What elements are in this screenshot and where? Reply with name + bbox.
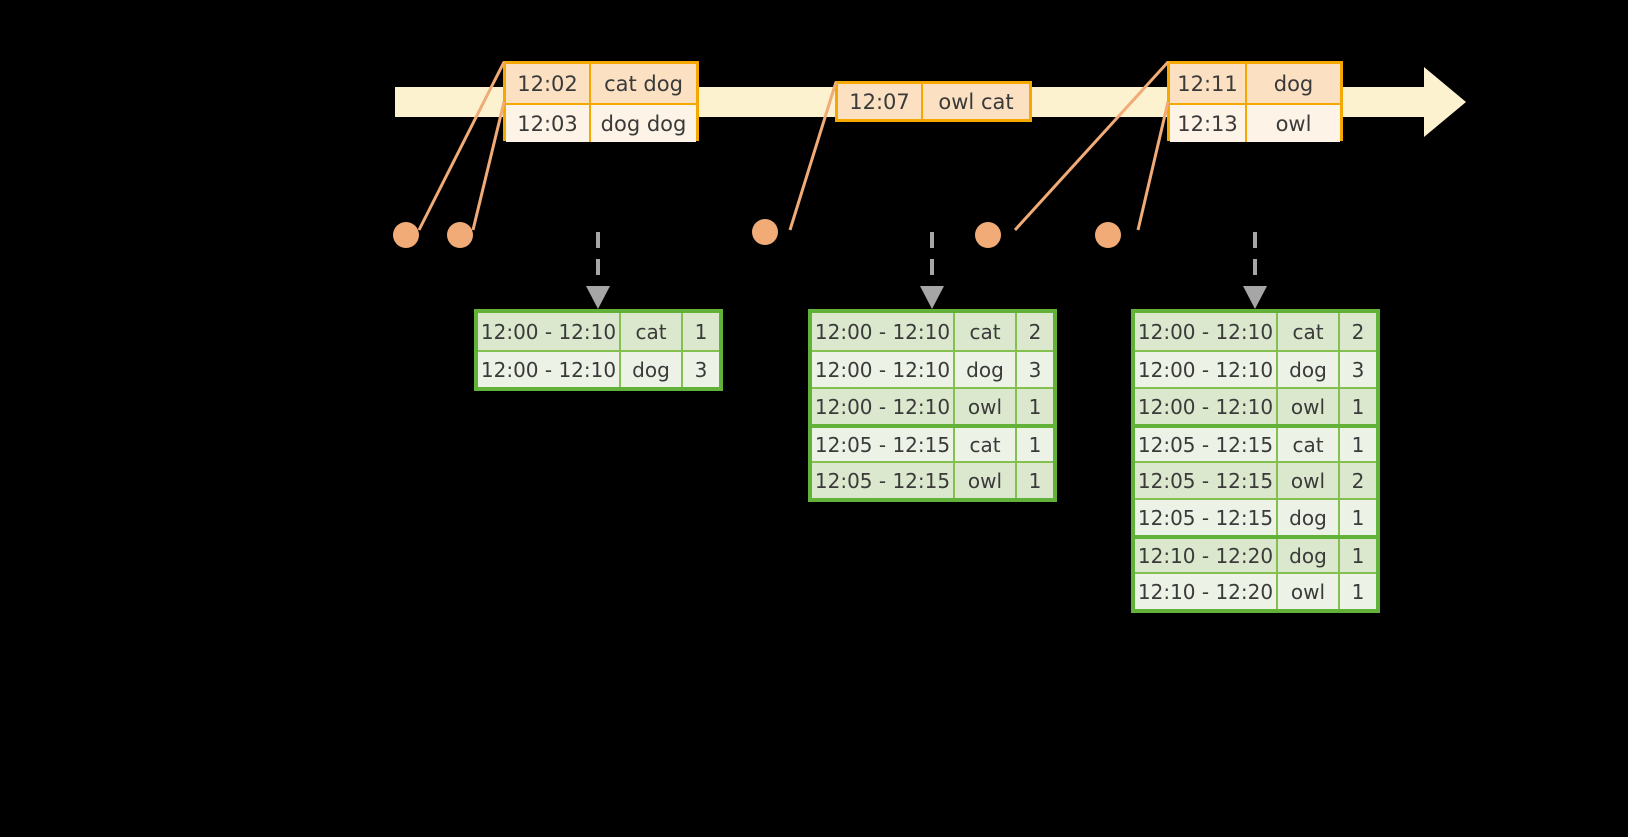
event-row: 12:11 dog xyxy=(1170,64,1340,103)
timeline-arrowhead xyxy=(1424,67,1466,137)
event-time: 12:02 xyxy=(506,64,591,103)
cell-count: 1 xyxy=(1351,579,1365,604)
cell-key: cat xyxy=(621,313,683,350)
cell-window: 12:10 - 12:20 xyxy=(1135,539,1278,572)
table-row: 12:00 - 12:10 cat 2 xyxy=(1135,313,1376,350)
cell-count: 3 xyxy=(694,357,708,382)
event-words: owl cat xyxy=(938,89,1014,114)
table-row: 12:10 - 12:20 dog 1 xyxy=(1135,535,1376,572)
cell-window: 12:05 - 12:15 xyxy=(1135,428,1278,461)
event-row: 12:02 cat dog xyxy=(506,64,696,103)
event-time: 12:03 xyxy=(506,105,591,142)
connector-line-2 xyxy=(471,101,506,231)
flow-arrow-head-1 xyxy=(586,286,610,309)
event-dot-5 xyxy=(1095,222,1121,248)
event-time: 12:07 xyxy=(838,84,923,119)
event-time: 12:13 xyxy=(1170,105,1247,142)
event-box-1: 12:02 cat dog 12:03 dog dog xyxy=(503,61,699,142)
table-row: 12:00 - 12:10 owl 1 xyxy=(812,387,1053,424)
table-row: 12:00 - 12:10 dog 3 xyxy=(812,350,1053,387)
table-row: 12:00 - 12:10 dog 3 xyxy=(478,350,719,387)
cell-count: 1 xyxy=(1028,468,1042,493)
cell-key: owl xyxy=(955,389,1017,424)
cell-window: 12:00 - 12:10 xyxy=(1135,313,1278,350)
cell-window: 12:10 - 12:20 xyxy=(1135,574,1278,609)
event-row: 12:07 owl cat xyxy=(838,84,1029,119)
cell-key: cat xyxy=(1278,313,1340,350)
event-words: cat dog xyxy=(604,71,683,96)
cell-window: 12:05 - 12:15 xyxy=(812,463,955,498)
event-box-2: 12:07 owl cat xyxy=(835,81,1032,122)
cell-key: dog xyxy=(955,352,1017,387)
event-words: dog dog xyxy=(600,111,687,136)
cell-window: 12:00 - 12:10 xyxy=(1135,389,1278,424)
cell-window: 12:00 - 12:10 xyxy=(478,352,621,387)
cell-count: 2 xyxy=(1028,319,1042,344)
cell-key: owl xyxy=(1278,463,1340,498)
table-row: 12:05 - 12:15 owl 1 xyxy=(812,461,1053,498)
cell-count: 3 xyxy=(1351,357,1365,382)
cell-key: cat xyxy=(955,428,1017,461)
cell-key: owl xyxy=(1278,389,1340,424)
cell-count: 1 xyxy=(1028,394,1042,419)
cell-count: 1 xyxy=(1351,432,1365,457)
cell-count: 1 xyxy=(1028,432,1042,457)
cell-window: 12:00 - 12:10 xyxy=(812,313,955,350)
flow-arrow-head-3 xyxy=(1243,286,1267,309)
event-dot-4 xyxy=(975,222,1001,248)
result-table-3: 12:00 - 12:10 cat 2 12:00 - 12:10 dog 3 … xyxy=(1131,309,1380,613)
cell-window: 12:00 - 12:10 xyxy=(812,389,955,424)
table-row: 12:05 - 12:15 cat 1 xyxy=(812,424,1053,461)
cell-key: cat xyxy=(955,313,1017,350)
cell-count: 1 xyxy=(1351,505,1365,530)
cell-key: dog xyxy=(1278,352,1340,387)
table-row: 12:05 - 12:15 dog 1 xyxy=(1135,498,1376,535)
table-row: 12:00 - 12:10 dog 3 xyxy=(1135,350,1376,387)
cell-key: dog xyxy=(621,352,683,387)
event-words: dog xyxy=(1273,71,1314,96)
table-row: 12:05 - 12:15 cat 1 xyxy=(1135,424,1376,461)
cell-window: 12:00 - 12:10 xyxy=(812,352,955,387)
cell-key: owl xyxy=(1278,574,1340,609)
cell-count: 3 xyxy=(1028,357,1042,382)
event-box-3: 12:11 dog 12:13 owl xyxy=(1167,61,1343,142)
table-row: 12:10 - 12:20 owl 1 xyxy=(1135,572,1376,609)
cell-window: 12:00 - 12:10 xyxy=(478,313,621,350)
cell-window: 12:05 - 12:15 xyxy=(812,428,955,461)
result-table-2: 12:00 - 12:10 cat 2 12:00 - 12:10 dog 3 … xyxy=(808,309,1057,502)
table-row: 12:05 - 12:15 owl 2 xyxy=(1135,461,1376,498)
event-words: owl xyxy=(1275,111,1312,136)
event-dot-1 xyxy=(393,222,419,248)
cell-key: dog xyxy=(1278,500,1340,535)
cell-count: 1 xyxy=(1351,543,1365,568)
cell-count: 1 xyxy=(1351,394,1365,419)
event-time: 12:11 xyxy=(1170,64,1247,103)
cell-key: owl xyxy=(955,463,1017,498)
table-row: 12:00 - 12:10 cat 1 xyxy=(478,313,719,350)
cell-count: 2 xyxy=(1351,319,1365,344)
cell-key: cat xyxy=(1278,428,1340,461)
event-row: 12:03 dog dog xyxy=(506,103,696,142)
cell-window: 12:00 - 12:10 xyxy=(1135,352,1278,387)
connector-line-5 xyxy=(1136,101,1170,231)
cell-count: 2 xyxy=(1351,468,1365,493)
event-dot-3 xyxy=(752,219,778,245)
flow-arrow-head-2 xyxy=(920,286,944,309)
event-row: 12:13 owl xyxy=(1170,103,1340,142)
cell-window: 12:05 - 12:15 xyxy=(1135,463,1278,498)
cell-window: 12:05 - 12:15 xyxy=(1135,500,1278,535)
cell-count: 1 xyxy=(694,319,708,344)
event-dot-2 xyxy=(447,222,473,248)
table-row: 12:00 - 12:10 cat 2 xyxy=(812,313,1053,350)
result-table-1: 12:00 - 12:10 cat 1 12:00 - 12:10 dog 3 xyxy=(474,309,723,391)
cell-key: dog xyxy=(1278,539,1340,572)
table-row: 12:00 - 12:10 owl 1 xyxy=(1135,387,1376,424)
